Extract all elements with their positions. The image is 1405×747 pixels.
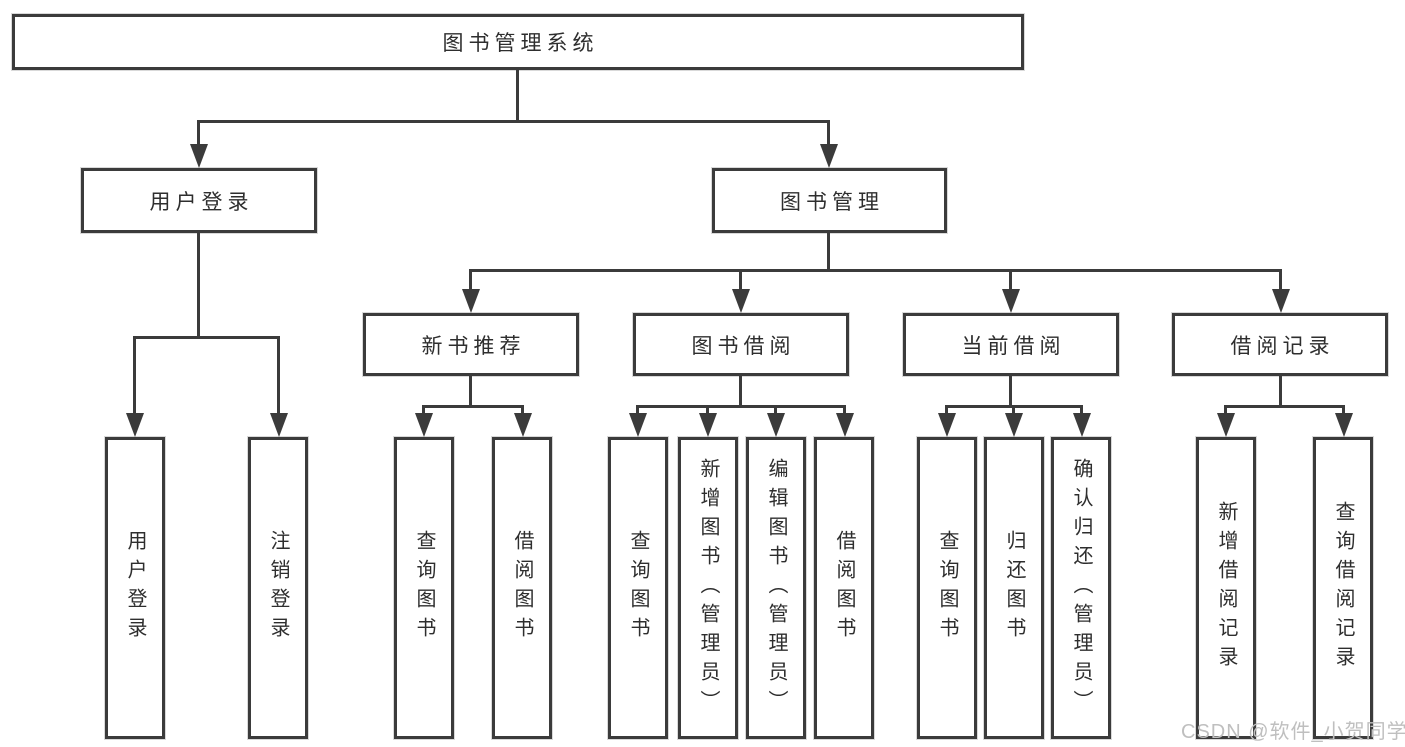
arrowhead [732, 289, 750, 313]
connector-line [277, 336, 280, 414]
connector-line [422, 405, 425, 415]
arrowhead [1272, 289, 1290, 313]
connector-line [1279, 269, 1282, 291]
node-root: 图书管理系统 [12, 14, 1024, 70]
node-current-borrowing-label: 当前借阅 [961, 334, 1066, 358]
leaf-nb-query-books-label: 查询图书 [413, 530, 435, 646]
connector-line [469, 269, 1282, 272]
node-current-borrowing: 当前借阅 [903, 313, 1119, 376]
leaf-logout: 注销登录 [248, 437, 308, 739]
leaf-br-query-record-label: 查询借阅记录 [1332, 501, 1354, 675]
leaf-cb-return-books: 归还图书 [984, 437, 1044, 739]
connector-line [469, 376, 472, 408]
leaf-user-login-label: 用户登录 [124, 530, 146, 646]
connector-line [197, 120, 830, 123]
connector-line [469, 269, 472, 291]
leaf-cb-confirm-return-admin-label: 确认归还（管理员） [1070, 457, 1092, 719]
leaf-br-query-record: 查询借阅记录 [1313, 437, 1373, 739]
connector-line [827, 233, 830, 272]
connector-line [1279, 376, 1282, 408]
arrowhead [1073, 413, 1091, 437]
leaf-bb-edit-books-admin: 编辑图书（管理员） [746, 437, 806, 739]
connector-line [521, 405, 524, 415]
leaf-br-add-record-label: 新增借阅记录 [1215, 501, 1237, 675]
leaf-bb-borrow-books-label: 借阅图书 [833, 530, 855, 646]
connector-line [197, 233, 200, 339]
arrowhead [767, 413, 785, 437]
leaf-bb-query-books: 查询图书 [608, 437, 668, 739]
connector-line [636, 405, 639, 415]
connector-line [516, 70, 519, 121]
connector-line [1224, 405, 1227, 415]
connector-line [133, 336, 136, 414]
arrowhead [1002, 289, 1020, 313]
leaf-nb-query-books: 查询图书 [394, 437, 454, 739]
connector-line [1342, 405, 1345, 415]
node-book-borrowing: 图书借阅 [633, 313, 849, 376]
leaf-cb-query-books: 查询图书 [917, 437, 977, 739]
leaf-logout-label: 注销登录 [267, 530, 289, 646]
arrowhead [1217, 413, 1235, 437]
leaf-bb-add-books-admin: 新增图书（管理员） [678, 437, 738, 739]
arrowhead [190, 144, 208, 168]
connector-line [843, 405, 846, 415]
connector-line [636, 405, 846, 408]
leaf-cb-query-books-label: 查询图书 [936, 530, 958, 646]
arrowhead [938, 413, 956, 437]
node-new-book-recommend: 新书推荐 [363, 313, 579, 376]
leaf-cb-return-books-label: 归还图书 [1003, 530, 1025, 646]
connector-line [739, 376, 742, 408]
node-book-management-label: 图书管理 [780, 190, 884, 214]
arrowhead [270, 413, 288, 437]
connector-line [827, 120, 830, 146]
connector-line [422, 405, 524, 408]
leaf-bb-edit-books-admin-label: 编辑图书（管理员） [765, 457, 787, 719]
leaf-cb-confirm-return-admin: 确认归还（管理员） [1051, 437, 1111, 739]
leaf-bb-borrow-books: 借阅图书 [814, 437, 874, 739]
connector-line [706, 405, 709, 415]
node-user-login: 用户登录 [81, 168, 317, 233]
leaf-br-add-record: 新增借阅记录 [1196, 437, 1256, 739]
connector-line [1012, 405, 1015, 415]
arrowhead [1335, 413, 1353, 437]
connector-line [197, 120, 200, 146]
connector-line [1080, 405, 1083, 415]
connector-line [945, 405, 948, 415]
arrowhead [126, 413, 144, 437]
node-borrowing-records: 借阅记录 [1172, 313, 1388, 376]
node-root-label: 图书管理系统 [442, 32, 599, 55]
arrowhead [699, 413, 717, 437]
connector-line [1009, 376, 1012, 408]
leaf-nb-borrow-books: 借阅图书 [492, 437, 552, 739]
connector-line [1224, 405, 1345, 408]
connector-line [133, 336, 280, 339]
connector-line [1009, 269, 1012, 291]
arrowhead [836, 413, 854, 437]
leaf-bb-query-books-label: 查询图书 [627, 530, 649, 646]
leaf-nb-borrow-books-label: 借阅图书 [511, 530, 533, 646]
arrowhead [415, 413, 433, 437]
arrowhead [820, 144, 838, 168]
leaf-user-login: 用户登录 [105, 437, 165, 739]
node-borrowing-records-label: 借阅记录 [1230, 334, 1335, 358]
leaf-bb-add-books-admin-label: 新增图书（管理员） [697, 457, 719, 719]
csdn-watermark: CSDN @软件_小贺同学 [1181, 721, 1405, 743]
node-new-book-recommend-label: 新书推荐 [421, 334, 526, 358]
arrowhead [629, 413, 647, 437]
node-user-login-label: 用户登录 [149, 190, 254, 214]
arrowhead [462, 289, 480, 313]
arrowhead [514, 413, 532, 437]
node-book-borrowing-label: 图书借阅 [691, 334, 796, 358]
node-book-management: 图书管理 [712, 168, 947, 233]
connector-line [774, 405, 777, 415]
connector-line [739, 269, 742, 291]
arrowhead [1005, 413, 1023, 437]
